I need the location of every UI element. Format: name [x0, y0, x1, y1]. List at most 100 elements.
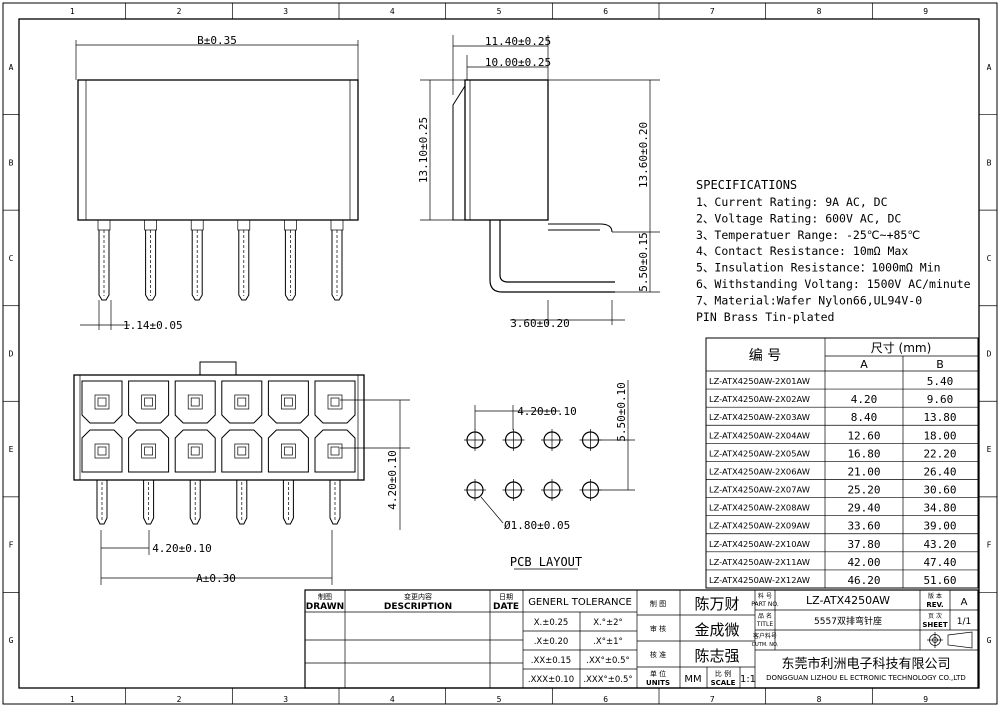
zone-row-label: E — [9, 445, 14, 454]
zone-col-label: 7 — [710, 7, 715, 16]
zone-col-label: 4 — [390, 7, 395, 16]
zone-row-label: B — [9, 158, 14, 167]
cavity — [267, 380, 309, 424]
terminal — [94, 443, 110, 459]
spec-line: 4、Contact Resistance: 10mΩ Max — [696, 244, 908, 258]
pcb-layout-label: PCB LAYOUT — [510, 555, 582, 569]
tolerance-angular: .XX°±0.5° — [586, 656, 630, 666]
zone-col-label: 3 — [283, 7, 288, 16]
date-en: DATE — [493, 602, 519, 612]
spec-line: 3、Temperatuer Range: -25℃~+85℃ — [696, 228, 920, 242]
tolerance-angular: .X°±1° — [593, 637, 623, 647]
pin-shoulder — [330, 219, 344, 231]
cust-cn: 客户料号 — [753, 632, 777, 640]
table-cell-a: 33.60 — [847, 520, 880, 533]
pin — [282, 480, 294, 525]
table-cell-b: 51.60 — [923, 574, 956, 587]
name-check: 金成微 — [694, 621, 739, 639]
dim-height-13-60: 13.60±0.20 — [637, 122, 650, 188]
dim-height-13-10: 13.10±0.25 — [417, 117, 430, 183]
dim-pin-pitch: 4.20±0.10 — [152, 542, 212, 555]
zone-row-label: E — [987, 445, 992, 454]
zone-col-label: 2 — [177, 7, 182, 16]
tolerance-linear: .XXX±0.10 — [528, 675, 574, 685]
title-value: 5557双排弯针座 — [814, 615, 882, 627]
tolerance-linear: .X±0.20 — [534, 637, 569, 647]
dim-a: A±0.30 — [196, 572, 236, 585]
projection-symbol-icon — [927, 631, 973, 649]
dim-hole: Ø1.80±0.05 — [504, 519, 570, 532]
zone-col-label: 5 — [497, 695, 502, 704]
zone-col-label: 7 — [710, 695, 715, 704]
cavity — [81, 380, 123, 424]
name-drawn: 陈万财 — [694, 595, 739, 613]
table-cell-b: 18.00 — [923, 429, 956, 442]
tolerance-linear: .XX±0.15 — [531, 656, 571, 666]
spec-title: SPECIFICATIONS — [696, 178, 797, 192]
title-cn: 品 名 — [758, 612, 772, 620]
zone-row-label: A — [987, 63, 992, 72]
zone-col-label: 6 — [603, 7, 608, 16]
zone-col-label: 8 — [817, 695, 822, 704]
zone-col-label: 5 — [497, 7, 502, 16]
part-value: LZ-ATX4250AW — [806, 594, 890, 607]
date-cn: 日期 — [499, 593, 513, 601]
zone-col-label: 4 — [390, 695, 395, 704]
pin — [145, 230, 157, 301]
units-value: MM — [684, 674, 701, 685]
table-cell-a: 12.60 — [847, 429, 880, 442]
table-cell-b: 43.20 — [923, 538, 956, 551]
table-cell-a: 42.00 — [847, 556, 880, 569]
tolerance-angular: X.°±2° — [593, 618, 623, 628]
zone-row-label: D — [987, 350, 992, 359]
drawn-en: DRAWN — [306, 602, 344, 612]
dim-width-11-40: 11.40±0.25 — [485, 35, 551, 48]
terminal — [234, 394, 250, 410]
table-cell-code: LZ-ATX4250AW-2X06AW — [709, 466, 810, 476]
table-cell-code: LZ-ATX4250AW-2X01AW — [709, 376, 810, 386]
spec-line: 1、Current Rating: 9A AC, DC — [696, 195, 888, 209]
terminal — [187, 394, 203, 410]
scale-value: 1:1 — [740, 674, 756, 685]
sheet-en: SHEET — [922, 621, 947, 629]
table-cell-code: LZ-ATX4250AW-2X07AW — [709, 485, 810, 495]
table-cell-b: 22.20 — [923, 447, 956, 460]
zone-col-label: 3 — [283, 695, 288, 704]
rev-value: A — [961, 597, 968, 608]
cavity — [128, 429, 170, 473]
terminal — [141, 394, 156, 410]
terminal — [234, 443, 250, 459]
units-cn: 单 位 — [650, 669, 666, 678]
role-check: 审 核 — [650, 624, 666, 633]
pin — [191, 230, 203, 301]
zone-row-label: C — [9, 254, 14, 263]
company-en: DONGGUAN LIZHOU EL ECTRONIC TECHNOLOGY C… — [766, 674, 966, 682]
spec-line: PIN Brass Tin-plated — [696, 310, 834, 324]
table-cell-code: LZ-ATX4250AW-2X09AW — [709, 521, 810, 531]
table-cell-a: 29.40 — [847, 502, 880, 515]
pin — [236, 480, 248, 525]
zone-col-label: 8 — [817, 7, 822, 16]
name-approve: 陈志强 — [694, 647, 739, 665]
zone-col-label: 2 — [177, 695, 182, 704]
sheet-cn: 页 次 — [928, 612, 942, 620]
pcb-holes — [464, 429, 602, 501]
terminal — [281, 394, 296, 410]
table-cell-b: 9.60 — [927, 393, 954, 406]
role-approve: 核 准 — [650, 650, 666, 659]
table-header-b: B — [936, 358, 944, 371]
dim-width-10-00: 10.00±0.25 — [485, 56, 551, 69]
table-cell-b: 34.80 — [923, 502, 956, 515]
pin — [98, 230, 110, 301]
scale-en: SCALE — [711, 679, 736, 687]
zone-row-label: G — [9, 636, 14, 645]
table-cell-code: LZ-ATX4250AW-2X05AW — [709, 448, 810, 458]
table-cell-code: LZ-ATX4250AW-2X04AW — [709, 430, 810, 440]
pin — [238, 230, 250, 301]
zone-col-label: 9 — [923, 695, 928, 704]
table-cell-code: LZ-ATX4250AW-2X10AW — [709, 539, 810, 549]
cavity — [267, 429, 309, 473]
sheet-value: 1/1 — [957, 617, 971, 627]
